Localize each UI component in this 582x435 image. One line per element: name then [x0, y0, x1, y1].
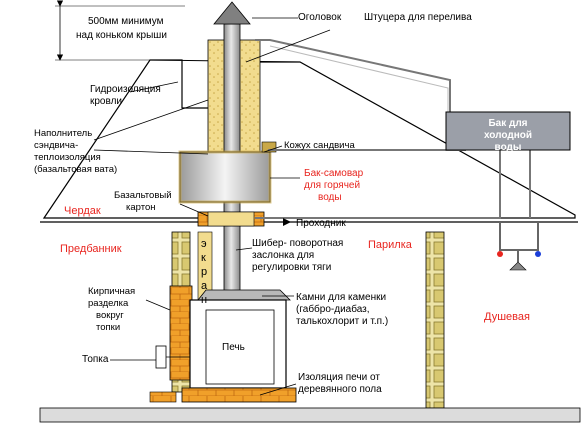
- label-floor-insulation-1: Изоляция печи от: [298, 372, 380, 383]
- label-screen-2: к: [201, 252, 206, 264]
- firebox-door: [155, 345, 167, 369]
- label-screen-4: а: [201, 280, 208, 292]
- shower-head: [509, 261, 527, 271]
- leader-damper: [235, 247, 253, 251]
- leader-floor: [259, 383, 297, 396]
- floor-insulation: [181, 387, 297, 403]
- label-brick-cut-3: вокруг: [96, 310, 124, 321]
- label-basalt-1: Базальтовый: [114, 190, 172, 201]
- leader-insulation-2: [93, 149, 209, 155]
- label-cold-tank-3: воды: [495, 142, 522, 153]
- label-screen-5: н: [201, 294, 207, 306]
- leader-waterproofing: [129, 81, 179, 93]
- leader-insulation-1: [93, 99, 209, 141]
- label-insulation-3: теплоизоляция: [34, 152, 101, 163]
- label-insulation-2: сэндвича-: [34, 140, 78, 151]
- label-brick-cut-2: разделка: [88, 298, 129, 309]
- label-hot-tank-2: для горячей: [304, 180, 360, 191]
- label-casing: Кожух сандвича: [284, 140, 355, 151]
- label-damper-2: заслонка для: [252, 250, 314, 261]
- label-brick-cut-1: Кирпичная: [88, 286, 135, 297]
- label-height-2: над коньком крыши: [76, 30, 167, 41]
- leader-basalt: [179, 203, 209, 217]
- chimney-cap: [213, 1, 251, 25]
- label-passage: Проходник: [296, 218, 346, 229]
- label-screen-3: р: [201, 266, 207, 278]
- leader-fittings: [245, 29, 331, 63]
- label-fittings: Штуцера для перелива: [364, 12, 472, 23]
- label-waterproofing-1: Гидроизоляция: [90, 84, 161, 95]
- label-floor-insulation-2: деревянного пола: [298, 384, 382, 395]
- foundation: [39, 407, 581, 423]
- shower-mixer: [499, 222, 539, 262]
- label-insulation-4: (базальтовая вата): [34, 164, 117, 175]
- label-waterproofing-2: кровли: [90, 96, 122, 107]
- label-cap: Оголовок: [298, 12, 342, 23]
- wall-right: [425, 231, 445, 409]
- label-damper-3: регулировки тяги: [252, 262, 331, 273]
- brick-cut: [169, 285, 193, 381]
- room-shower: Душевая: [484, 311, 530, 323]
- label-firebox: Топка: [82, 354, 109, 365]
- label-stones-2: (габбро-диабаз,: [296, 303, 370, 315]
- label-insulation-1: Наполнитель: [34, 128, 92, 139]
- label-height-1: 500мм минимум: [88, 16, 164, 27]
- room-attic: Чердак: [64, 205, 101, 217]
- hot-water-tank: [179, 151, 271, 203]
- label-stones-3: талькохлорит и т.п.): [296, 316, 388, 327]
- sandwich-casing: [261, 141, 277, 153]
- leader-casing: [263, 145, 283, 153]
- room-steam: Парилка: [368, 239, 413, 251]
- label-brick-cut-4: топки: [96, 322, 120, 333]
- label-cold-tank-2: холодной: [484, 130, 532, 141]
- label-stones-1: Камни для каменки: [296, 292, 386, 303]
- leader-brick-cut: [145, 299, 171, 311]
- label-hot-tank-1: Бак-самовар: [304, 168, 364, 179]
- room-dressing: Предбанник: [60, 243, 122, 255]
- stove-stones: [197, 289, 291, 301]
- label-hot-tank-3: воды: [318, 192, 342, 203]
- label-stove: Печь: [222, 342, 245, 353]
- label-basalt-2: картон: [126, 202, 156, 213]
- label-cold-tank-1: Бак для: [488, 118, 527, 129]
- label-damper-1: Шибер- поворотная: [252, 237, 343, 249]
- cold-water-tank: [445, 111, 571, 151]
- label-screen-1: э: [201, 238, 207, 250]
